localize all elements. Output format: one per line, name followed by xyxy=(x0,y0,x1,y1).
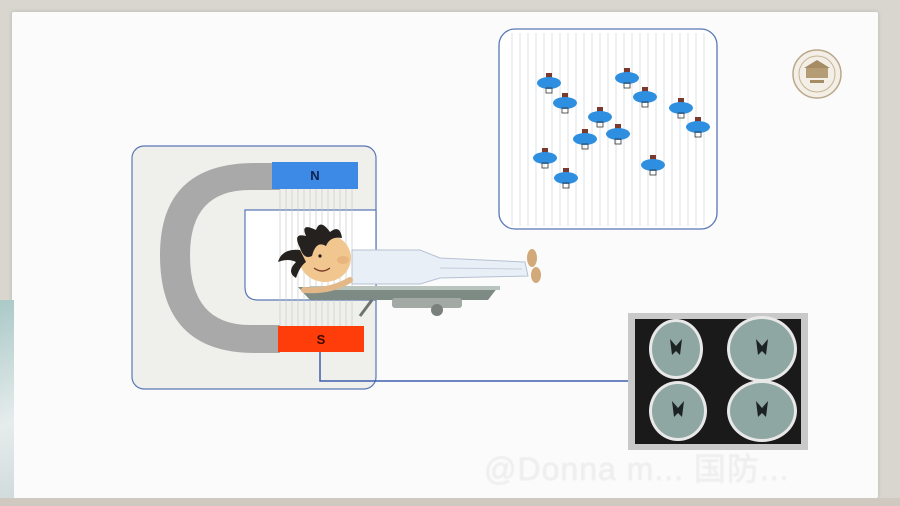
magnet-body xyxy=(160,163,280,353)
bottom-border-strip xyxy=(0,498,900,506)
left-decoration-strip xyxy=(0,300,14,506)
brain-slice xyxy=(649,381,707,441)
north-pole xyxy=(272,162,358,189)
hydrogen-proton-icon xyxy=(686,117,710,138)
scanner-bed xyxy=(298,287,498,300)
brain-slice xyxy=(727,316,797,382)
university-seal-icon xyxy=(792,49,842,99)
south-pole xyxy=(278,326,364,352)
hydrogen-proton-icon xyxy=(533,148,557,169)
watermark-text: @Donna m... 国防... xyxy=(484,451,790,487)
hydrogen-proton-icon xyxy=(537,73,561,94)
patient-figure-icon xyxy=(278,224,541,317)
brain-slice xyxy=(727,380,797,442)
south-pole-label: S xyxy=(317,332,326,347)
hydrogen-proton-icon xyxy=(669,98,693,119)
brain-scan-image xyxy=(628,313,808,450)
hydrogen-proton-icon xyxy=(553,93,577,114)
proton-spin-panel xyxy=(498,28,718,230)
brain-slice xyxy=(649,319,703,379)
hydrogen-proton-icon xyxy=(615,68,639,89)
hydrogen-proton-icon xyxy=(633,87,657,108)
hydrogen-proton-icon xyxy=(554,168,578,189)
signal-link-line xyxy=(319,352,628,382)
hydrogen-proton-icon xyxy=(573,129,597,150)
north-pole-label: N xyxy=(310,168,319,183)
hydrogen-proton-icon xyxy=(588,107,612,128)
hydrogen-proton-icon xyxy=(641,155,665,176)
hydrogen-proton-icon xyxy=(606,124,630,145)
